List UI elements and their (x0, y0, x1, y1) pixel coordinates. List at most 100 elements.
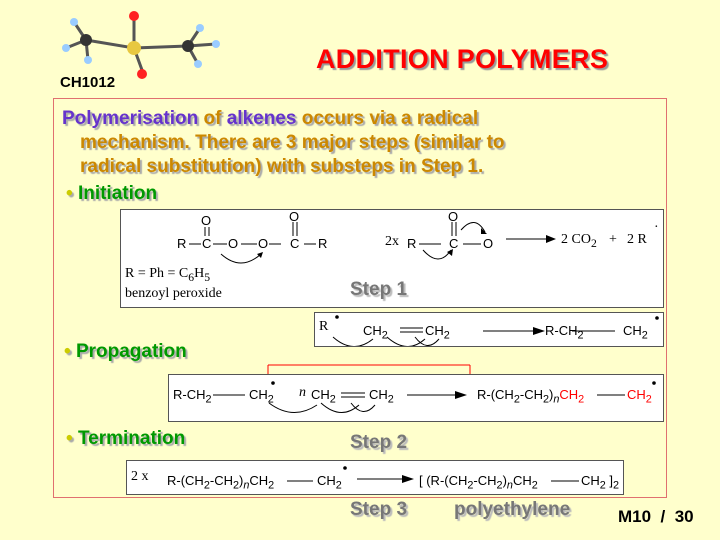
intro-text: occurs via a radical (296, 108, 479, 129)
ch-text: CH (627, 387, 646, 402)
ch-text: CH (559, 387, 579, 402)
radical-r: R (319, 319, 329, 334)
polymer-name: polyethylene (454, 499, 571, 520)
subscript: 2 (641, 329, 648, 342)
ch-text: CH (249, 473, 269, 488)
bullet-label: Initiation (77, 183, 158, 204)
atom-r: R (318, 236, 328, 251)
atom-o: O (448, 209, 459, 224)
subscript: 2 (645, 393, 652, 406)
rch-text: R-CH (173, 387, 206, 402)
step1-label: Step 1 (350, 279, 408, 300)
propagation-scheme-1: R CH2 CH2 R-CH2 CH2 (314, 312, 664, 347)
initiation-drawing (189, 222, 556, 264)
subscript: 2 (542, 393, 549, 406)
rch2-reactant: R-CH2 (173, 387, 212, 406)
bullet-label: Termination (77, 428, 186, 449)
propagation1-drawing (332, 315, 659, 346)
intro-paragraph: Polymerisation of alkenes occurs via a r… (62, 107, 662, 179)
ch2-radical: CH2 (249, 387, 274, 406)
subscript: 2 (205, 393, 212, 406)
chain-text: -CH (209, 473, 233, 488)
subscript: 2 (443, 329, 450, 342)
termination-coefficient: 2 x (131, 469, 149, 484)
atom-o: O (289, 209, 300, 224)
term-alkenes: alkenes (226, 108, 297, 129)
subscript: 2 (496, 479, 503, 492)
subscript: n (506, 479, 513, 492)
subscript: 5 (204, 270, 211, 284)
ch-text: CH (623, 323, 642, 338)
atom-c: C (202, 236, 212, 251)
rch2-product: R-CH2 (545, 323, 584, 342)
ch-text: CH (425, 323, 444, 338)
coefficient: 2x (385, 234, 399, 249)
atom-r: R (177, 236, 187, 251)
chain-text: ) (239, 473, 244, 488)
ch2-radical-end: CH2 (627, 387, 652, 406)
subscript: 2 (203, 479, 210, 492)
ch2-left: CH2 (363, 323, 388, 342)
bullet-propagation: • Propagation (64, 341, 187, 362)
rch-text: R-CH (545, 323, 578, 338)
r-definition: R = Ph = C6H5 (125, 266, 210, 284)
propagation2-drawing (213, 381, 656, 413)
subscript: 2 (578, 393, 585, 406)
molecule-logo (62, 11, 220, 79)
atom-c: C (290, 236, 300, 251)
atom-c: C (449, 236, 459, 251)
slide-title: ADDITION POLYMERS (316, 44, 609, 74)
ch2-right: CH2 (425, 323, 450, 342)
subscript: 2 (335, 479, 342, 492)
subscript: 2 (267, 393, 274, 406)
co2-text: 2 CO (561, 232, 591, 247)
slide-total: 30 (674, 507, 694, 526)
subscript: 2 (590, 236, 597, 250)
subscript: n (243, 479, 250, 492)
atom-o: O (228, 236, 239, 251)
termination-scheme: 2 x R-(CH2-CH2)nCH2 CH2 [ (R-(CH2-CH2)nC… (126, 460, 624, 495)
plus-sign: + (609, 232, 617, 247)
ch2-end: CH2 (623, 323, 648, 342)
radical-dot: · (654, 220, 659, 235)
chain-text: R-(CH (477, 387, 514, 402)
compound-name: benzoyl peroxide (125, 286, 222, 301)
slide-number: M10 / 30 (618, 507, 694, 527)
termination-chain: R-(CH2-CH2)nCH2 (167, 473, 274, 492)
chain-text: ) (549, 387, 554, 402)
r-def-text: R = Ph = C (125, 266, 189, 281)
ch-text: CH (363, 323, 382, 338)
atom-r: R (407, 236, 417, 251)
subscript: n (553, 393, 560, 406)
subscript: 2 (381, 329, 388, 342)
product-co2: 2 CO2 (561, 232, 597, 250)
subscript: 2 (599, 479, 606, 492)
termination-ch2-radical: CH2 (317, 473, 342, 492)
step3-label: Step 3 (350, 499, 408, 520)
subscript: 2 (531, 479, 538, 492)
atom-o: O (201, 213, 212, 228)
slide-separator: / (660, 507, 666, 526)
polymer-product-end: CH2 ]2 (581, 473, 619, 492)
highlight-ch2: CH2 (559, 387, 584, 406)
chain-text: ) (502, 473, 507, 488)
bullet-termination: • Termination (66, 428, 186, 449)
propagation-scheme-2: R-CH2 CH2 n CH2 CH2 R-(CH2-CH2)nCH2 CH2 (168, 374, 664, 422)
chain-text: R-(CH (167, 473, 204, 488)
n-coefficient: n (299, 385, 306, 400)
chain-text: -CH (519, 387, 543, 402)
step2-label: Step 2 (350, 432, 408, 453)
atom-o: O (258, 236, 269, 251)
subscript: 2 (268, 479, 275, 492)
subscript: 2 (467, 479, 474, 492)
subscript: 2 (329, 393, 336, 406)
bracket-text: [ (R-(CH (419, 473, 468, 488)
ch2-monomer-left: CH2 (311, 387, 336, 406)
bullet-label: Propagation (75, 341, 187, 362)
polymer-chain: R-(CH2-CH2)nCH2 (477, 387, 584, 406)
intro-line2: mechanism. There are 3 major steps (simi… (80, 132, 505, 153)
subscript: 2 (387, 393, 394, 406)
subscript: 2 (613, 479, 620, 492)
initiation-scheme: O O O R C O O C R 2x R C O 2 CO2 + 2 R ·… (120, 209, 664, 308)
bullet-initiation: • Initiation (66, 183, 158, 204)
